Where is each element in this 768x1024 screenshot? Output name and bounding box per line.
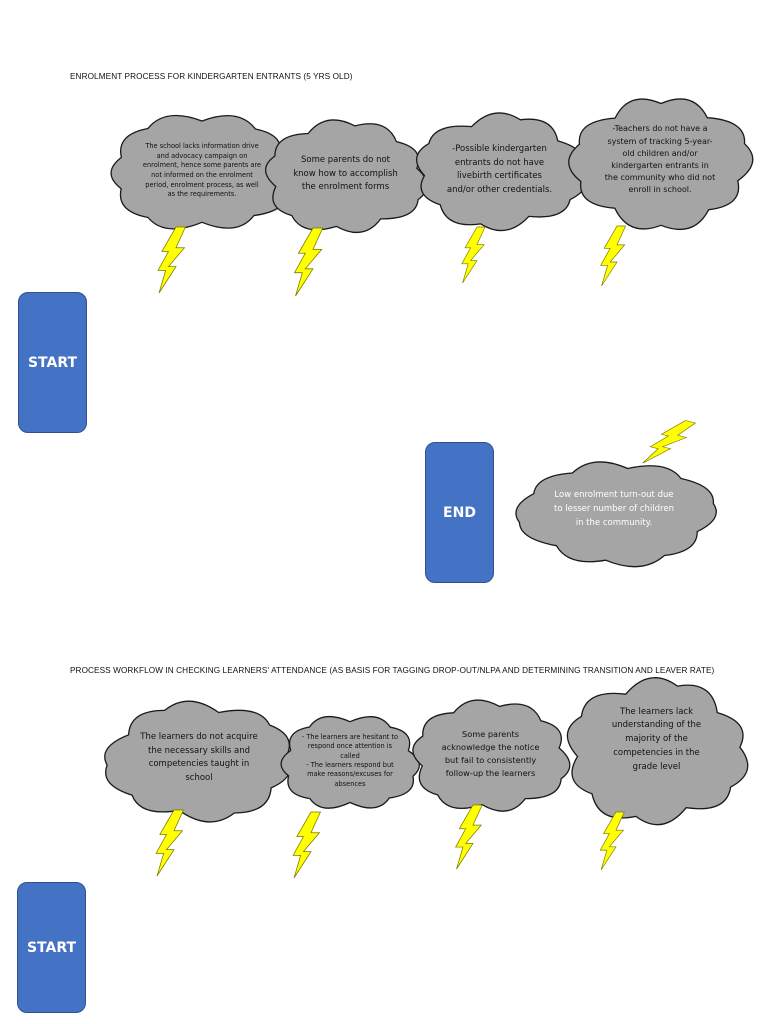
cloud-shape — [566, 677, 749, 826]
cloud-shape — [280, 715, 420, 809]
cloud-2-4: The learners lack understanding of the m… — [565, 677, 749, 826]
end-label: END — [443, 504, 476, 521]
cloud-shape — [568, 98, 754, 230]
lightning-bolt-icon — [642, 419, 697, 469]
cloud-text: Low enrolment turn-out due to lesser num… — [554, 490, 674, 528]
lightning-bolt-icon — [290, 227, 336, 297]
start-label: START — [27, 354, 78, 371]
lightning-bolt-icon — [154, 809, 194, 877]
cloud-text: Some parents acknowledge the notice but … — [441, 728, 540, 779]
cloud-text: The learners do not acquire the necessar… — [140, 732, 258, 783]
end-terminal: END — [425, 442, 494, 583]
cloud-text: -Possible kindergarten entrants do not h… — [446, 144, 553, 195]
start-terminal: START — [18, 292, 87, 433]
cloud-2-2: - The learners are hesitant to respond o… — [277, 713, 423, 813]
lightning-bolt-icon — [596, 225, 638, 287]
cloud-1-3: -Possible kindergarten entrants do not h… — [413, 112, 588, 232]
end-cloud: Low enrolment turn-out due to lesser num… — [515, 458, 719, 568]
cloud-text: - The learners are hesitant to respond o… — [301, 732, 399, 788]
cloud-text: -Teachers do not have a system of tracki… — [604, 124, 716, 195]
cloud-1-1: The school lacks information drive and a… — [107, 113, 297, 233]
lightning-bolt-icon — [596, 811, 636, 871]
cloud-2-3: Some parents acknowledge the notice but … — [409, 699, 572, 814]
cloud-1-4: -Teachers do not have a system of tracki… — [568, 96, 754, 230]
cloud-text: Some parents do not know how to accompli… — [293, 155, 398, 193]
start-label: START — [26, 939, 77, 956]
cloud-shape — [412, 699, 571, 812]
cloud-text: The learners lack understanding of the m… — [611, 706, 702, 772]
lightning-bolt-icon — [461, 224, 493, 286]
cloud-text: The school lacks information drive and a… — [142, 142, 262, 199]
cloud-shape — [515, 461, 717, 568]
cloud-1-2: Some parents do not know how to accompli… — [262, 119, 429, 235]
lightning-bolt-icon — [454, 804, 492, 870]
lightning-bolt-icon — [288, 811, 334, 879]
section-1-title: ENROLMENT PROCESS FOR KINDERGARTEN ENTRA… — [70, 72, 353, 81]
section-2-title: PROCESS WORKFLOW IN CHECKING LEARNERS' A… — [70, 666, 715, 675]
lightning-bolt-icon — [157, 226, 195, 294]
cloud-2-1: The learners do not acquire the necessar… — [103, 700, 295, 823]
start-terminal: START — [17, 882, 86, 1013]
